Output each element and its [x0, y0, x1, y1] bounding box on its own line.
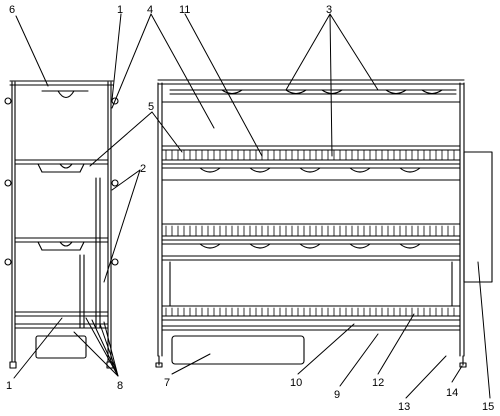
callout-1-top: 1: [117, 4, 123, 16]
front-view: [155, 79, 493, 368]
callout-7: 7: [164, 377, 170, 389]
callout-12: 12: [372, 377, 384, 389]
callout-2: 2: [140, 163, 146, 175]
callout-5: 5: [148, 101, 154, 113]
callout-6: 6: [9, 4, 15, 16]
callout-13: 13: [398, 401, 410, 413]
callout-9: 9: [334, 389, 340, 401]
callout-8: 8: [117, 380, 123, 392]
callout-11: 11: [179, 4, 190, 16]
callout-labels: 6 1 4 11 3 5 2 1 8 7 10 9 12 13 14 15: [6, 4, 494, 413]
callout-4: 4: [147, 4, 153, 16]
callout-1-bottom: 1: [6, 380, 12, 392]
callout-15: 15: [482, 401, 494, 413]
side-view: [4, 80, 119, 369]
callout-3: 3: [326, 4, 332, 16]
callout-14: 14: [446, 387, 458, 399]
leader-lines: [13, 13, 491, 399]
callout-10: 10: [290, 377, 302, 389]
